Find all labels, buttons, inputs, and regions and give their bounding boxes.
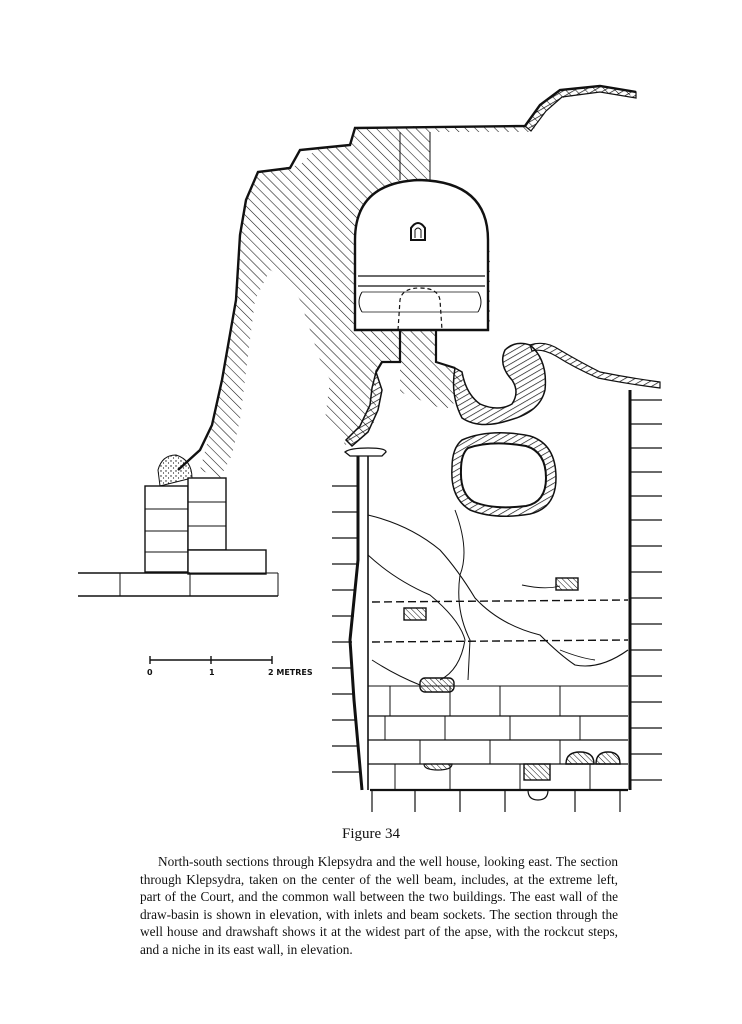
beam-socket — [555, 577, 579, 591]
inlet — [565, 751, 595, 765]
rock-outcrop-boulder — [451, 432, 557, 517]
inlet — [595, 751, 621, 765]
drawshaft — [375, 330, 456, 373]
rock-outcrop-left — [344, 369, 383, 448]
drawbasin — [343, 390, 632, 812]
scale-bar: 0 1 2 METRES — [147, 656, 313, 677]
apse-chamber — [353, 178, 490, 332]
beam-socket — [403, 607, 427, 621]
inlet — [523, 763, 551, 781]
figure-caption: North-south sections through Klepsydra a… — [140, 854, 618, 957]
left-wall-courses — [332, 485, 360, 773]
figure-title: Figure 34 — [342, 826, 400, 842]
rock-edge-top — [524, 85, 637, 132]
beam-socket — [419, 677, 455, 693]
rock-outcrop-upper — [452, 342, 661, 426]
scale-label-1: 1 — [209, 668, 215, 677]
court-wall — [78, 454, 279, 597]
scale-label-2: 2 METRES — [268, 668, 313, 677]
scale-label-0: 0 — [147, 668, 153, 677]
niche — [410, 222, 426, 241]
right-wall-courses — [630, 399, 662, 781]
